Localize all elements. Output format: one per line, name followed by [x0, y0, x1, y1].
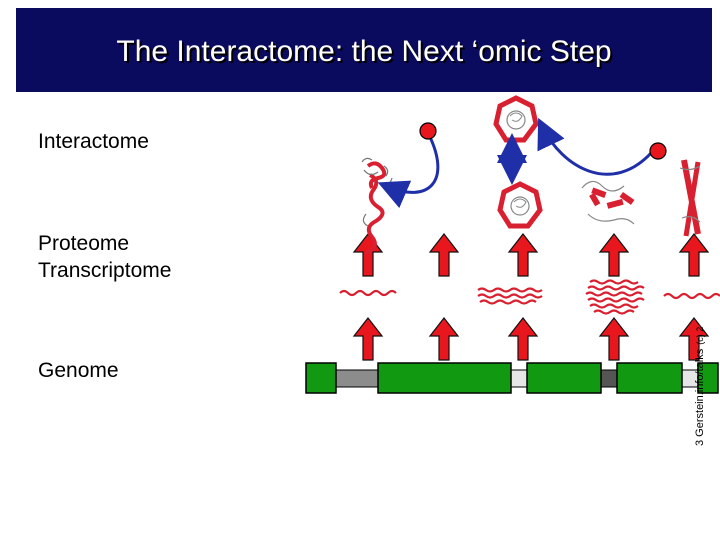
protein-structure-icon: [679, 159, 701, 237]
exon-block: [305, 362, 337, 394]
interaction-arrow-icon: [537, 117, 667, 176]
red-up-arrow-icon: [598, 233, 630, 277]
label-proteome: Proteome: [38, 232, 130, 255]
red-up-arrow-icon: [678, 233, 710, 277]
label-interactome: Interactome: [38, 130, 149, 153]
side-credit-text: 3 Gerstein.info/talks: [694, 348, 706, 446]
exon-block: [526, 362, 602, 394]
title-bar: [16, 8, 712, 92]
red-up-arrow-icon: [428, 317, 460, 361]
exon-block: [697, 362, 719, 394]
protein-structure-icon: [361, 157, 389, 189]
genome-bar: [305, 362, 719, 394]
label-transcriptome: Transcriptome: [38, 259, 172, 282]
mrna-wave-icon: [477, 287, 543, 305]
red-up-arrow-icon: [507, 317, 539, 361]
red-up-arrow-icon: [352, 317, 384, 361]
slide-title: The Interactome: the Next ‘omic Step: [116, 35, 612, 68]
intron-segment: [335, 369, 379, 388]
red-up-arrow-icon: [507, 233, 539, 277]
mrna-wave-icon: [663, 292, 720, 300]
intron-segment: [510, 369, 528, 388]
protein-structure-icon: [581, 180, 635, 225]
mrna-wave-icon: [585, 279, 645, 315]
side-credit: 3 Gerstein.info/talks (c) 2: [694, 316, 706, 446]
red-up-arrow-icon: [352, 233, 384, 277]
intron-segment: [600, 369, 618, 388]
red-up-arrow-icon: [428, 233, 460, 277]
red-up-arrow-icon: [598, 317, 630, 361]
exon-block: [377, 362, 512, 394]
slide-title-shadow: The Interactome: the Next ‘omic Step: [118, 37, 614, 70]
protein-structure-icon: [493, 95, 539, 143]
exon-block: [616, 362, 683, 394]
side-credit-copyright: (c) 2: [695, 326, 705, 345]
interaction-arrow-icon: [377, 122, 440, 209]
translation-arrows: [352, 233, 710, 277]
label-genome: Genome: [38, 359, 119, 382]
transcription-arrows: [352, 317, 710, 361]
mrna-wave-icon: [339, 289, 397, 297]
protein-structure-icon: [497, 181, 543, 229]
mrna-group: [339, 279, 720, 315]
red-up-arrow-icon: [678, 317, 710, 361]
